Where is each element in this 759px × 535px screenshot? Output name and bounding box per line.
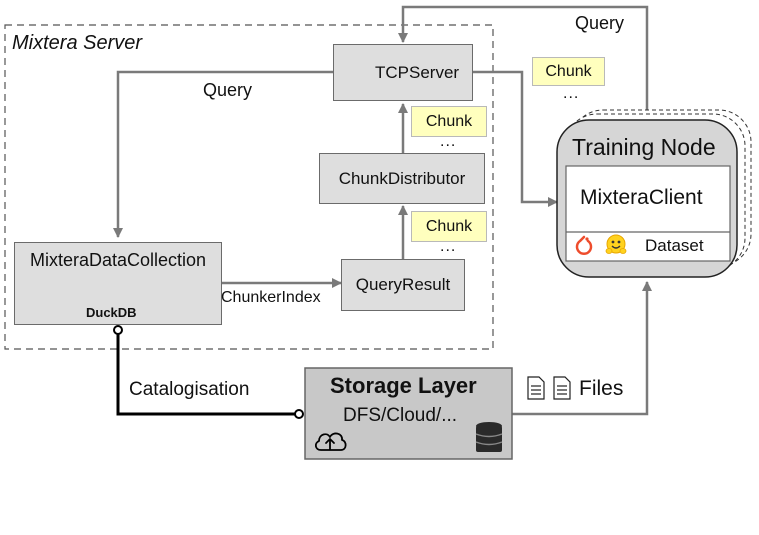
duckdb-label: DuckDB: [86, 305, 137, 320]
server-title: Mixtera Server: [12, 32, 143, 54]
tcp-server-node: TCPServer: [333, 44, 473, 101]
edge-catalogisation: [116, 330, 297, 416]
training-node-title: Training Node: [572, 134, 716, 160]
edge-files: [512, 281, 652, 416]
query-inner-label: Query: [203, 80, 253, 100]
chunk-ellipsis-top: ...: [563, 85, 580, 102]
query-result-label: QueryResult: [355, 275, 451, 294]
chunk-tag-bottom: Chunk: [411, 211, 487, 242]
mixtera-client-label: MixteraClient: [580, 186, 703, 209]
storage-subtitle: DFS/Cloud/...: [343, 405, 458, 426]
server-boundary: [4, 24, 494, 350]
chunk-ellipsis-mid: ...: [440, 133, 457, 150]
chunker-index-label: ChunkerIndex: [221, 289, 321, 306]
database-icon: [475, 422, 503, 452]
query-result-node: QueryResult: [341, 259, 465, 311]
cloud-upload-icon: [314, 432, 347, 451]
tcp-server-label: TCPServer: [375, 62, 460, 82]
edge-query-top: [398, 5, 649, 152]
catalogisation-end-top: [113, 325, 123, 335]
file-icon: [553, 376, 571, 400]
chunk-distributor-node: ChunkDistributor: [319, 153, 485, 204]
training-node-inner: [565, 165, 731, 262]
data-collection-node: MixteraDataCollection: [14, 242, 222, 325]
chunk-tag-mid: Chunk: [411, 106, 487, 137]
files-label: Files: [579, 377, 624, 400]
file-icon: [527, 376, 545, 400]
data-collection-label: MixteraDataCollection: [29, 250, 207, 270]
hugging-face-icon: [605, 234, 627, 254]
query-top-label: Query: [575, 13, 625, 33]
catalogisation-end-right: [294, 409, 304, 419]
chunk-ellipsis-bottom: ...: [440, 238, 457, 255]
edge-query-inner: [113, 70, 333, 238]
storage-title: Storage Layer: [330, 373, 477, 398]
dataset-label: Dataset: [645, 236, 704, 255]
chunk-tag-top: Chunk: [532, 57, 605, 86]
pytorch-icon: [575, 235, 593, 255]
edge-chunks-to-client: [473, 70, 558, 207]
chunk-distributor-label: ChunkDistributor: [338, 168, 466, 188]
catalogisation-label: Catalogisation: [129, 379, 250, 400]
